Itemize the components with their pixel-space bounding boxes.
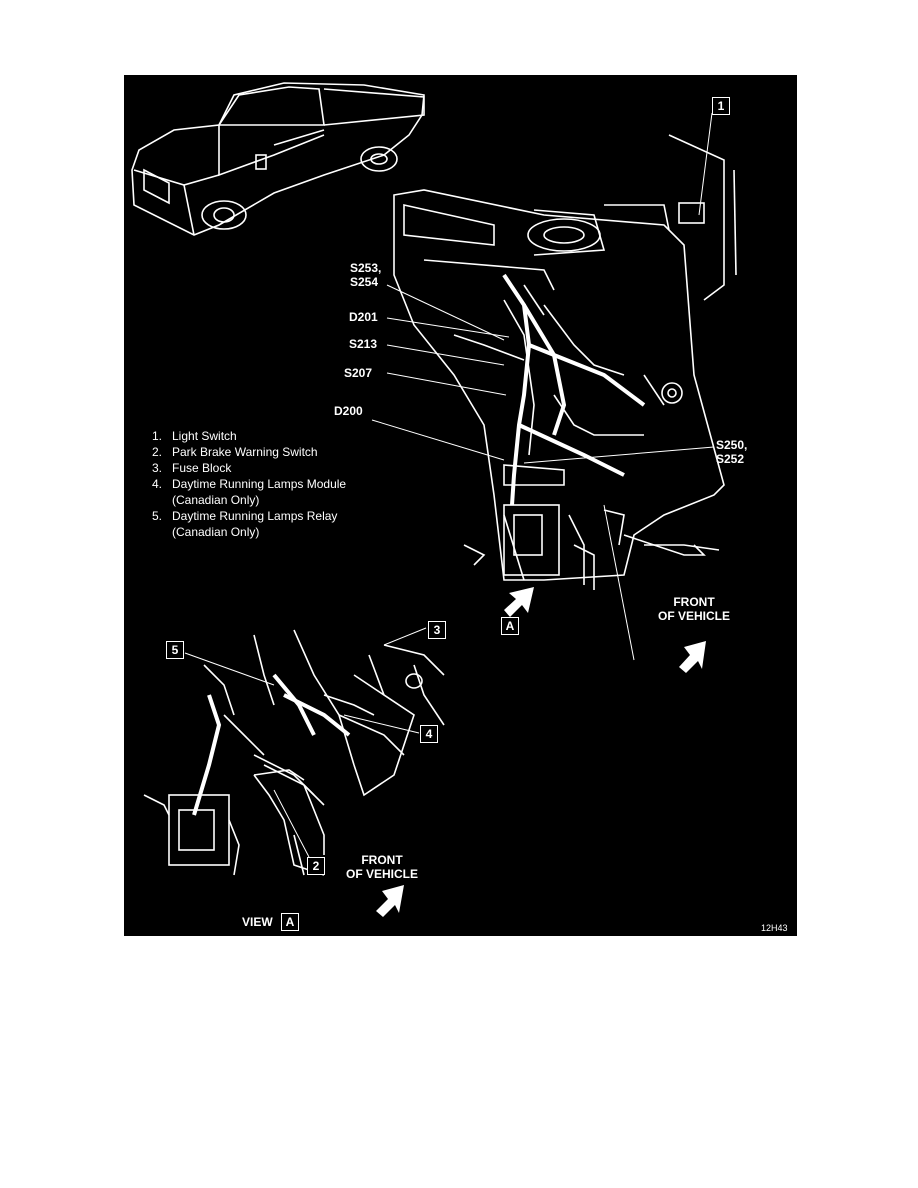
legend-text: Daytime Running Lamps Module (Canadian O… (172, 477, 347, 507)
wire-harness-lower (192, 673, 351, 816)
callout-view-ref: A (281, 913, 299, 931)
splice-d200: D200 (334, 404, 363, 418)
legend-text: Fuse Block (172, 461, 232, 475)
figure-code: 12H43 (761, 923, 788, 933)
legend-text: Light Switch (172, 429, 237, 443)
legend-item: 5. Daytime Running Lamps Relay (Canadian … (152, 508, 346, 540)
view-label: VIEW (242, 915, 273, 929)
legend-item: 4. Daytime Running Lamps Module (Canadian… (152, 476, 346, 508)
splice-d201: D201 (349, 310, 378, 324)
splice-s213: S213 (349, 337, 378, 351)
view-a-illustration (143, 629, 445, 876)
legend-num: 4. (152, 477, 163, 491)
leader-lines (184, 112, 715, 858)
pickup-truck-icon (131, 82, 425, 236)
splice-s250-s252: S250, S252 (716, 438, 748, 466)
legend-num: 2. (152, 445, 163, 459)
front-arrow-lower-icon (376, 885, 404, 917)
callout-5: 5 (166, 641, 184, 659)
wire-harness-upper (502, 273, 646, 506)
splice-s253-s254: S253, S254 (350, 261, 382, 289)
callout-4: 4 (420, 725, 438, 743)
legend-item: 3. Fuse Block (152, 460, 346, 476)
legend-item: 2. Park Brake Warning Switch (152, 444, 346, 460)
diagram-panel: 1 3 5 4 2 A A S253, S254 D201 S213 S207 … (124, 75, 797, 936)
view-a-arrow-icon (504, 587, 534, 617)
callout-2: 2 (307, 857, 325, 875)
component-legend: 1. Light Switch 2. Park Brake Warning Swit… (152, 428, 346, 540)
callout-1: 1 (712, 97, 730, 115)
legend-text: Daytime Running Lamps Relay (Canadian On… (172, 509, 338, 539)
legend-num: 5. (152, 509, 163, 523)
front-of-vehicle-label: FRONT OF VEHICLE (658, 595, 731, 623)
callout-3: 3 (428, 621, 446, 639)
wiring-illustration (131, 82, 737, 917)
instrument-panel-upper (393, 134, 737, 590)
front-arrow-icon (679, 641, 706, 673)
legend-item: 1. Light Switch (152, 428, 346, 444)
legend-num: 1. (152, 429, 163, 443)
legend-text: Park Brake Warning Switch (172, 445, 318, 459)
legend-num: 3. (152, 461, 163, 475)
callout-view-a: A (501, 617, 519, 635)
front-of-vehicle-label-lower: FRONT OF VEHICLE (346, 853, 419, 881)
splice-s207: S207 (344, 366, 373, 380)
